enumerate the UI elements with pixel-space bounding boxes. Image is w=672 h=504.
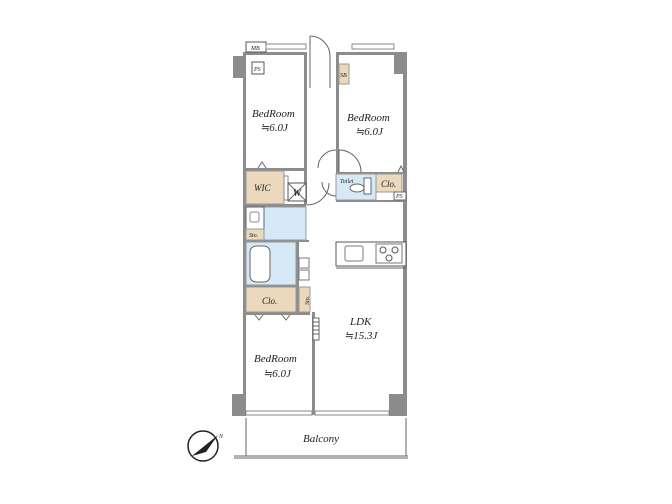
clo-ne-label: Clo. <box>381 179 396 189</box>
wic-label: WIC <box>254 183 271 193</box>
top-openings <box>245 35 395 88</box>
bedroom-sw-size: ≒6.0J <box>263 368 292 380</box>
sb-storage <box>338 63 350 85</box>
washroom <box>263 206 307 241</box>
bedroom-ne-size: ≒6.0J <box>355 126 384 138</box>
sliding-door-ldk <box>312 317 320 341</box>
ps-label-top: PS <box>253 67 261 73</box>
washer-label: W <box>293 188 302 198</box>
clo-mid-storage <box>245 286 297 313</box>
ldk-name: LDK <box>349 316 372 328</box>
clo-mid-label: Clo. <box>262 296 277 306</box>
sto-wash <box>245 228 265 241</box>
north-compass-icon: N <box>187 430 224 462</box>
sto-wash-label: Sto. <box>249 233 258 239</box>
sto-mid-label: Sto. <box>305 296 311 305</box>
sto-mid-storage <box>298 286 311 313</box>
clo-ne-storage <box>375 173 403 193</box>
ldk-size: ≒15.3J <box>344 330 378 342</box>
bedroom-nw-size: ≒6.0J <box>260 122 289 134</box>
wic-storage <box>245 170 285 205</box>
ps-right-label: PS <box>395 194 403 200</box>
toilet-label: Toilet <box>340 179 354 185</box>
sb-label: SB <box>340 73 347 79</box>
kitchen-counter <box>335 241 407 269</box>
balcony-label: Balcony <box>303 433 339 445</box>
bedroom-sw-name: BedRoom <box>254 353 297 365</box>
bedroom-ne-name: BedRoom <box>347 112 390 124</box>
compass-n-label: N <box>218 434 224 440</box>
mb-label: MB <box>250 46 260 52</box>
balcony <box>234 418 408 459</box>
interior-walls <box>246 55 406 412</box>
bedroom-nw-name: BedRoom <box>252 108 295 120</box>
